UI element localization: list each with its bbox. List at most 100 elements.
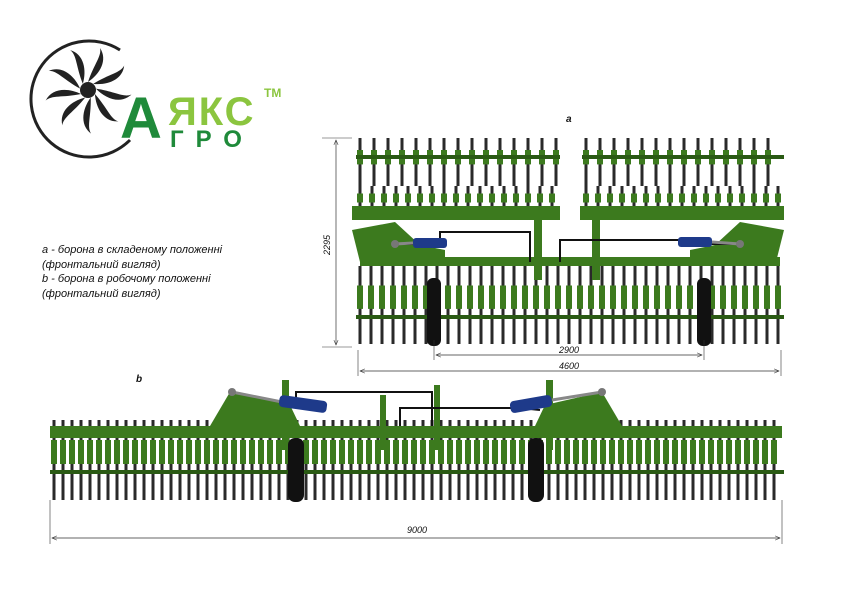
tine-bracket <box>703 193 709 203</box>
harrow-folded-view: 2295 2900 4600 <box>322 137 784 376</box>
tine-bracket <box>588 285 594 309</box>
tine-bracket <box>411 440 417 464</box>
harrow-working-view: 9000 <box>49 380 784 544</box>
tine-bracket <box>708 440 714 464</box>
tine-bracket <box>533 285 539 309</box>
tine-bracket <box>478 285 484 309</box>
tine-bracket <box>441 193 447 203</box>
tine-bracket <box>699 440 705 464</box>
tine-bracket <box>303 440 309 464</box>
tine-bracket <box>643 285 649 309</box>
tine-bracket <box>715 193 721 203</box>
tine-bracket <box>168 440 174 464</box>
tine-bracket <box>739 193 745 203</box>
tine-bar <box>356 155 560 159</box>
tine-bracket <box>691 193 697 203</box>
tine-bracket <box>655 193 661 203</box>
legend-line: (фронтальний вигляд) <box>42 258 161 271</box>
tine-bracket <box>330 440 336 464</box>
tine-bracket <box>339 440 345 464</box>
tine-bracket <box>357 193 363 203</box>
tine-bracket <box>511 285 517 309</box>
legend: a - борона в складеному положенні (фронт… <box>42 243 222 301</box>
tine-bracket <box>231 440 237 464</box>
tine-bracket <box>513 193 519 203</box>
tine-bracket <box>544 285 550 309</box>
tine-bracket <box>753 440 759 464</box>
tine-bracket <box>401 285 407 309</box>
legend-line: b - борона в робочому положенні <box>42 273 211 285</box>
tine-bracket <box>321 440 327 464</box>
tine-bracket <box>177 440 183 464</box>
tine-bracket <box>525 193 531 203</box>
tine-bracket <box>417 193 423 203</box>
tine-bracket <box>474 440 480 464</box>
transport-wheel-left <box>288 438 304 502</box>
tine-bracket <box>599 285 605 309</box>
tine-bracket <box>751 193 757 203</box>
tine-bracket <box>423 285 429 309</box>
hydraulic-cylinder-right <box>678 237 712 247</box>
tine-bracket <box>105 440 111 464</box>
tine-bracket <box>489 193 495 203</box>
tine-bracket <box>735 440 741 464</box>
tine-bracket <box>393 440 399 464</box>
tine-bracket <box>51 440 57 464</box>
tine-bracket <box>555 285 561 309</box>
tine-bracket <box>379 285 385 309</box>
tine-bracket <box>78 440 84 464</box>
tine-bracket <box>564 440 570 464</box>
tine-bracket <box>453 193 459 203</box>
tine-bracket <box>489 285 495 309</box>
tine-bracket <box>465 193 471 203</box>
tine-bracket <box>393 193 399 203</box>
dimension-inner-a: 2900 <box>558 345 579 355</box>
tine-bracket <box>357 285 363 309</box>
tine-bracket <box>375 440 381 464</box>
tine-bracket <box>663 440 669 464</box>
tine-bracket <box>607 193 613 203</box>
logo-word-bottom: ГРО <box>170 126 254 153</box>
company-logo: А ЯКС TM ГРО <box>20 20 300 170</box>
tine-bracket <box>357 440 363 464</box>
tine-bracket <box>775 193 781 203</box>
tine-bracket <box>742 285 748 309</box>
tine-bracket <box>369 193 375 203</box>
tine-bracket <box>312 440 318 464</box>
tine-bracket <box>465 440 471 464</box>
tine-bracket <box>717 440 723 464</box>
tine-bracket <box>555 440 561 464</box>
tine-bracket <box>522 285 528 309</box>
tine-bracket <box>276 440 282 464</box>
hydraulic-cylinder-right <box>509 395 553 413</box>
transport-wheel-right <box>528 438 544 502</box>
tine-bracket <box>546 440 552 464</box>
tine-bracket <box>577 285 583 309</box>
tine-bracket <box>609 440 615 464</box>
tine-bracket <box>667 193 673 203</box>
tine-bracket <box>132 440 138 464</box>
tine-bracket <box>726 440 732 464</box>
tine-bracket <box>763 193 769 203</box>
tine-bracket <box>384 440 390 464</box>
tine-bracket <box>681 440 687 464</box>
tine-bracket <box>775 285 781 309</box>
tine-bracket <box>159 440 165 464</box>
tine-bracket <box>500 285 506 309</box>
tine-bracket <box>621 285 627 309</box>
tine-bracket <box>213 440 219 464</box>
tine-bracket <box>654 285 660 309</box>
tine-bracket <box>690 440 696 464</box>
tine-bracket <box>445 285 451 309</box>
tine-bracket <box>573 440 579 464</box>
legend-line: a - борона в складеному положенні <box>42 244 223 256</box>
tine-bracket <box>665 285 671 309</box>
tine-bar <box>356 315 784 319</box>
tine-bracket <box>636 440 642 464</box>
tine-bracket <box>619 193 625 203</box>
tine-bracket <box>447 440 453 464</box>
tine-bracket <box>627 440 633 464</box>
tine-bracket <box>96 440 102 464</box>
tine-bracket <box>420 440 426 464</box>
tine-bar <box>50 470 784 474</box>
